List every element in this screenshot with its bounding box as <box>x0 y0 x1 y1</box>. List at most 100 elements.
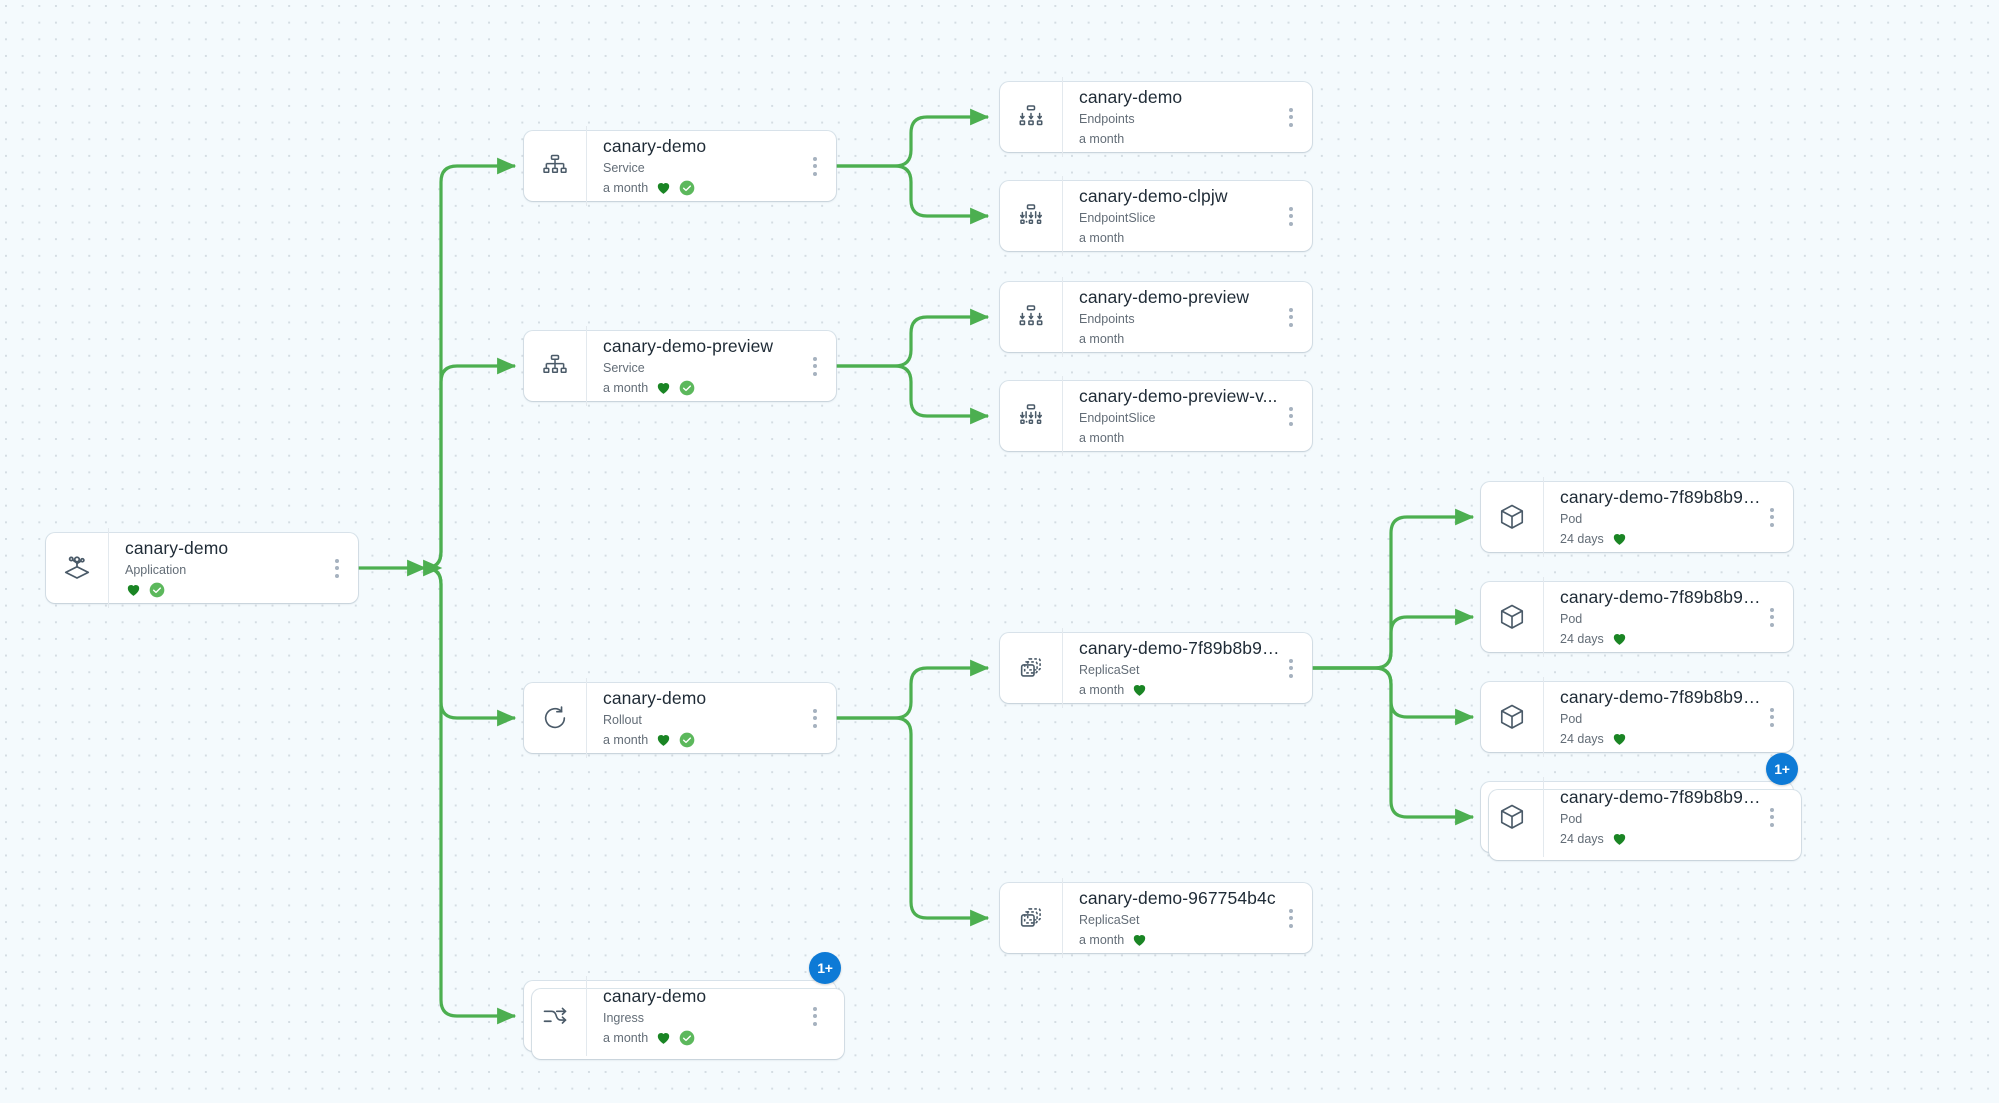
node-endpointslice-canary-demo-preview[interactable]: canary-demo-preview-v... EndpointSlice a… <box>1000 375 1312 457</box>
pod-icon <box>1481 602 1543 632</box>
node-body: canary-demo Service a month <box>586 125 804 207</box>
pod-icon <box>1481 802 1543 832</box>
node-menu-button[interactable] <box>1280 651 1302 685</box>
node-menu-button[interactable] <box>1280 901 1302 935</box>
node-age: a month <box>603 732 649 747</box>
node-age: a month <box>1079 932 1125 947</box>
node-title: canary-demo-clpjw <box>1079 185 1228 206</box>
node-replicaset-7f89b8b978[interactable]: canary-demo-7f89b8b978 ReplicaSet a mont… <box>1000 627 1312 709</box>
node-endpoints-canary-demo-preview[interactable]: canary-demo-preview Endpoints a month <box>1000 276 1312 358</box>
node-status-row: a month <box>603 378 804 397</box>
node-replicaset-967754b4c[interactable]: canary-demo-967754b4c ReplicaSet a month <box>1000 877 1312 959</box>
node-body: canary-demo-7f89b8b97... Pod 24 days <box>1543 776 1761 858</box>
node-status-row: 24 days <box>1560 529 1761 548</box>
node-pod-4[interactable]: canary-demo-7f89b8b97... Pod 24 days <box>1481 776 1801 860</box>
node-menu-button[interactable] <box>1280 300 1302 334</box>
node-title: canary-demo-7f89b8b97... <box>1560 486 1761 507</box>
node-status-row: a month <box>1079 129 1280 148</box>
node-service-canary-demo-preview[interactable]: canary-demo-preview Service a month <box>524 325 836 407</box>
pod-icon <box>1481 502 1543 532</box>
node-kind: Pod <box>1560 711 1583 726</box>
endpoints-icon <box>1000 103 1062 131</box>
node-kind: ReplicaSet <box>1079 912 1140 927</box>
node-menu-button[interactable] <box>804 701 826 735</box>
node-menu-button[interactable] <box>1280 100 1302 134</box>
node-pod-3[interactable]: canary-demo-7f89b8b97... Pod 24 days <box>1481 676 1793 758</box>
application-icon <box>46 553 108 583</box>
node-kind: Pod <box>1560 811 1583 826</box>
ingress-group-count-badge[interactable]: 1+ <box>809 952 841 984</box>
health-heart-icon <box>655 379 672 396</box>
node-title: canary-demo <box>125 537 229 558</box>
node-menu-button[interactable] <box>804 349 826 383</box>
node-age: a month <box>603 1030 649 1045</box>
node-title: canary-demo <box>603 687 707 708</box>
node-endpointslice-canary-demo-clpjw[interactable]: canary-demo-clpjw EndpointSlice a month <box>1000 175 1312 257</box>
node-age: a month <box>1079 131 1125 146</box>
node-menu-button[interactable] <box>1761 700 1783 734</box>
node-menu-button[interactable] <box>1280 199 1302 233</box>
health-heart-icon <box>655 179 672 196</box>
node-status-row: 24 days <box>1560 729 1761 748</box>
node-age: 24 days <box>1560 831 1604 846</box>
node-age: a month <box>603 380 649 395</box>
node-title: canary-demo-preview <box>603 335 774 356</box>
node-status-row: a month <box>603 730 804 749</box>
node-kind: Pod <box>1560 511 1583 526</box>
node-title: canary-demo-7f89b8b978 <box>1079 637 1280 658</box>
rollout-icon <box>524 704 586 732</box>
node-body: canary-demo Ingress a month <box>586 975 804 1057</box>
health-heart-icon <box>1611 530 1628 547</box>
node-status-row: a month <box>603 1028 804 1047</box>
health-heart-icon <box>1131 681 1148 698</box>
node-menu-button[interactable] <box>1280 399 1302 433</box>
node-age: a month <box>1079 331 1125 346</box>
node-status-row: a month <box>603 178 804 197</box>
node-menu-button[interactable] <box>804 999 826 1033</box>
health-heart-icon <box>655 731 672 748</box>
node-status-row: a month <box>1079 428 1280 447</box>
ingress-icon <box>524 1002 586 1030</box>
health-heart-icon <box>1611 830 1628 847</box>
node-body: canary-demo-preview Service a month <box>586 325 804 407</box>
node-status-row: a month <box>1079 680 1280 699</box>
node-body: canary-demo-7f89b8b978 ReplicaSet a mont… <box>1062 627 1280 709</box>
node-status-row: 24 days <box>1560 629 1761 648</box>
sync-check-icon <box>679 1030 695 1046</box>
node-service-canary-demo[interactable]: canary-demo Service a month <box>524 125 836 207</box>
node-menu-button[interactable] <box>326 551 348 585</box>
endpointslice-icon <box>1000 202 1062 230</box>
node-menu-button[interactable] <box>1761 500 1783 534</box>
node-kind: Service <box>603 160 645 175</box>
node-kind: ReplicaSet <box>1079 662 1140 677</box>
node-status-row: 24 days <box>1560 829 1761 848</box>
node-body: canary-demo-967754b4c ReplicaSet a month <box>1062 877 1280 959</box>
node-status-row: a month <box>1079 329 1280 348</box>
node-status-row: a month <box>1079 228 1280 247</box>
node-kind: Rollout <box>603 712 642 727</box>
node-pod-2[interactable]: canary-demo-7f89b8b97... Pod 24 days <box>1481 576 1793 658</box>
node-kind: Ingress <box>603 1010 644 1025</box>
pod-group-count-badge[interactable]: 1+ <box>1766 753 1798 785</box>
node-kind: EndpointSlice <box>1079 410 1156 425</box>
replicaset-icon <box>1000 654 1062 682</box>
node-pod-1[interactable]: canary-demo-7f89b8b97... Pod 24 days <box>1481 476 1793 558</box>
node-body: canary-demo-7f89b8b97... Pod 24 days <box>1543 576 1761 658</box>
sync-check-icon <box>149 582 165 598</box>
node-menu-button[interactable] <box>1761 600 1783 634</box>
replicaset-icon <box>1000 904 1062 932</box>
service-icon <box>524 352 586 380</box>
node-rollout-canary-demo[interactable]: canary-demo Rollout a month <box>524 677 836 759</box>
node-menu-button[interactable] <box>804 149 826 183</box>
node-application[interactable]: canary-demo Application <box>46 527 358 609</box>
node-kind: Service <box>603 360 645 375</box>
node-title: canary-demo <box>603 135 707 156</box>
node-kind: Application <box>125 562 187 577</box>
node-ingress-canary-demo[interactable]: canary-demo Ingress a month <box>524 975 844 1059</box>
node-kind: Endpoints <box>1079 111 1135 126</box>
sync-check-icon <box>679 180 695 196</box>
node-menu-button[interactable] <box>1761 800 1783 834</box>
node-endpoints-canary-demo[interactable]: canary-demo Endpoints a month <box>1000 76 1312 158</box>
node-body: canary-demo-clpjw EndpointSlice a month <box>1062 175 1280 257</box>
